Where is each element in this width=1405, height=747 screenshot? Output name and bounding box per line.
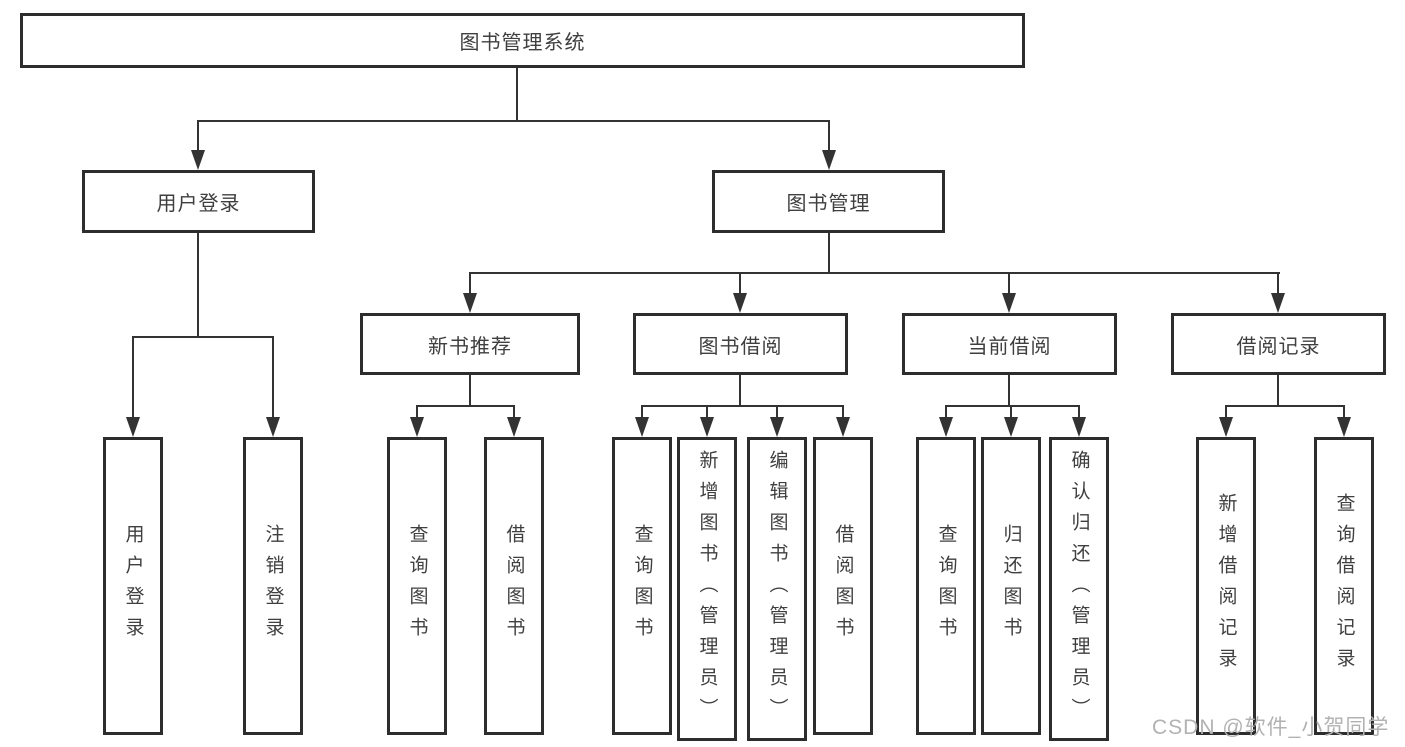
connector-stem [272,336,274,417]
node-current-borrowing: 当前借阅 [902,313,1117,375]
arrow-down-icon [822,150,836,170]
connector-stem-book-management [828,120,830,150]
node-label: 借阅图书 [832,524,854,648]
connector-stem [1078,405,1080,417]
watermark-text: CSDN @软件_小贺同学 [1152,716,1390,739]
connector-rail [641,405,844,407]
node-label: 用户登录 [156,193,241,215]
node-library-management-system: 图书管理系统 [20,13,1025,68]
connector-stem [945,405,947,417]
node-borrowing-records: 借阅记录 [1171,313,1386,375]
leaf-query-books-borrow: 查询图书 [612,437,672,735]
connector-stem-user-login [197,120,199,150]
leaf-edit-books-admin: 编辑图书（管理员） [747,437,807,741]
leaf-logout-login: 注销登录 [243,437,303,735]
connector-drop [469,375,471,405]
arrow-down-icon [1219,417,1233,437]
arrow-down-icon [1004,417,1018,437]
leaf-borrow-books-borrow: 借阅图书 [813,437,873,735]
connector-user-login-rail [132,336,274,338]
node-label: 查询图书 [935,524,957,648]
connector-stem [1277,272,1279,293]
arrow-down-icon [266,417,280,437]
connector-rail [416,405,515,407]
connector-stem [1225,405,1227,417]
connector-stem [842,405,844,417]
node-label: 新书推荐 [428,335,512,358]
arrow-down-icon [836,417,850,437]
connector-drop [1008,375,1010,405]
node-label: 图书管理系统 [459,32,586,54]
arrow-down-icon [463,293,477,313]
node-user-login: 用户登录 [82,170,315,233]
node-label: 新增借阅记录 [1215,493,1237,679]
node-label: 确认归还（管理员） [1068,449,1090,729]
arrow-down-icon [700,417,714,437]
connector-rail [1225,405,1345,407]
arrow-down-icon [191,150,205,170]
arrow-down-icon [1337,417,1351,437]
node-label: 注销登录 [262,524,284,648]
leaf-confirm-return-admin: 确认归还（管理员） [1049,437,1109,741]
connector-stem [641,405,643,417]
connector-stem [1343,405,1345,417]
node-label: 图书借阅 [698,335,783,358]
connector-book-management-drop [828,233,830,272]
connector-stem [706,405,708,417]
leaf-return-books: 归还图书 [981,437,1041,735]
node-label: 查询借阅记录 [1333,493,1355,679]
connector-user-login-drop [197,233,199,336]
connector-stem [132,336,134,417]
arrow-down-icon [939,417,953,437]
node-label: 归还图书 [1000,524,1022,648]
arrow-down-icon [1072,417,1086,437]
connector-stem [469,272,471,293]
node-book-borrowing: 图书借阅 [633,313,848,375]
arrow-down-icon [126,417,140,437]
connector-stem [416,405,418,417]
node-label: 查询图书 [631,524,653,648]
connector-stem [1010,405,1012,417]
connector-drop [739,375,741,405]
connector-stem [776,405,778,417]
connector-drop [1277,375,1279,405]
node-label: 借阅记录 [1236,335,1321,358]
node-label: 新增图书（管理员） [696,449,718,729]
connector-rail [945,405,1080,407]
node-label: 查询图书 [406,524,428,648]
node-label: 借阅图书 [503,524,525,648]
arrow-down-icon [1002,293,1016,313]
node-new-book-recommendation: 新书推荐 [360,313,580,375]
arrow-down-icon [770,417,784,437]
connector-stem [739,272,741,293]
leaf-borrow-books-recommend: 借阅图书 [484,437,544,735]
leaf-query-books-current: 查询图书 [916,437,976,735]
node-label: 编辑图书（管理员） [766,449,788,729]
arrow-down-icon [733,293,747,313]
node-label: 图书管理 [786,193,871,215]
connector-stem [513,405,515,417]
leaf-add-books-admin: 新增图书（管理员） [677,437,737,741]
connector-level3-rail [469,272,1280,274]
connector-stem [1008,272,1010,293]
arrow-down-icon [507,417,521,437]
node-label: 用户登录 [122,524,144,648]
arrow-down-icon [410,417,424,437]
leaf-query-borrow-record: 查询借阅记录 [1314,437,1374,735]
node-label: 当前借阅 [967,335,1052,358]
arrow-down-icon [635,417,649,437]
connector-root-drop [516,68,518,120]
leaf-add-borrow-record: 新增借阅记录 [1196,437,1256,735]
arrow-down-icon [1271,293,1285,313]
connector-level2-rail [197,120,830,122]
leaf-query-books-recommend: 查询图书 [387,437,447,735]
leaf-user-login: 用户登录 [103,437,163,735]
node-book-management: 图书管理 [712,170,945,233]
